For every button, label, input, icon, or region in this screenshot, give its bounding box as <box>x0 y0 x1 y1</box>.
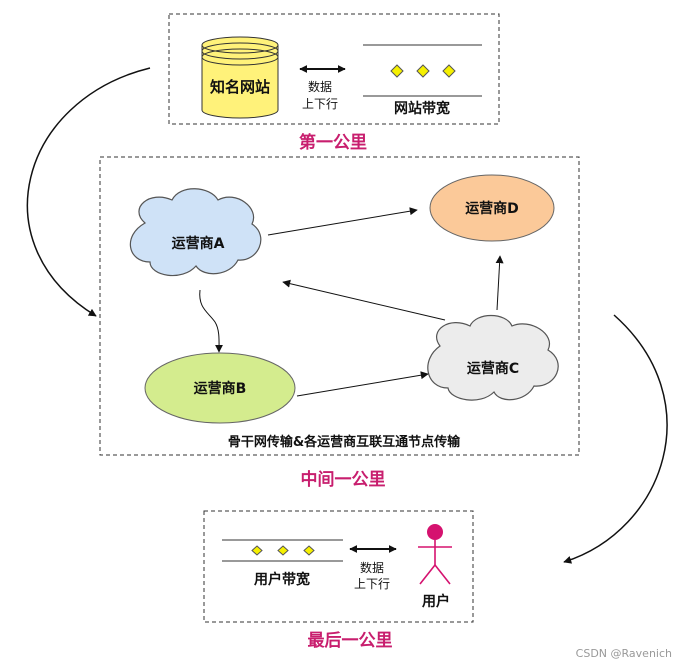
carrier-d-label: 运营商D <box>465 200 519 217</box>
last-mile-box <box>203 510 474 623</box>
packet-diamond-icon <box>390 64 404 78</box>
carrier-a-cloud: 运营商A <box>129 188 262 277</box>
packet-diamond-icon <box>442 64 456 78</box>
arrow-c-to-d <box>495 255 504 311</box>
carrier-a-label: 运营商A <box>172 235 225 252</box>
middle-mile-caption: 骨干网传输&各运营商互联互通节点传输 <box>228 434 461 450</box>
arrow-a-to-b <box>199 289 224 353</box>
last-mile-data-label-2: 上下行 <box>354 577 390 591</box>
website-bandwidth: 网站带宽 <box>363 44 482 117</box>
packet-diamond-icon <box>303 545 315 556</box>
packet-diamond-icon <box>416 64 430 78</box>
carrier-d-node: 运营商D <box>429 174 555 242</box>
website-cylinder: 知名网站 <box>201 36 279 119</box>
user-bandwidth: 用户带宽 <box>222 539 343 588</box>
first-mile-box <box>168 13 500 125</box>
flow-arrow-middle-to-last <box>563 314 668 564</box>
middle-mile-box <box>99 156 580 456</box>
first-mile-title: 第一公里 <box>299 132 367 153</box>
user-bandwidth-label: 用户带宽 <box>254 571 310 588</box>
middle-mile-title: 中间一公里 <box>301 469 386 490</box>
arrow-c-to-a <box>282 279 446 321</box>
arrow-a-to-d <box>267 207 418 236</box>
first-mile-data-label-2: 上下行 <box>302 97 338 111</box>
carrier-b-node: 运营商B <box>144 352 296 424</box>
website-label: 知名网站 <box>210 78 270 96</box>
packet-diamond-icon <box>277 545 289 556</box>
flow-arrow-first-to-middle <box>26 67 151 317</box>
carrier-c-label: 运营商C <box>467 360 519 377</box>
user-icon <box>418 524 452 585</box>
packet-diamond-icon <box>251 545 263 556</box>
carrier-b-label: 运营商B <box>194 380 247 397</box>
watermark: CSDN @Ravenich <box>576 647 672 660</box>
last-mile-title: 最后一公里 <box>308 631 393 651</box>
first-mile-data-label-1: 数据 <box>308 79 332 94</box>
last-mile-data-label-1: 数据 <box>360 560 384 575</box>
website-bandwidth-label: 网站带宽 <box>394 100 450 117</box>
arrow-b-to-c <box>296 371 429 397</box>
carrier-c-cloud: 运营商C <box>427 314 559 401</box>
user-label: 用户 <box>422 593 450 610</box>
